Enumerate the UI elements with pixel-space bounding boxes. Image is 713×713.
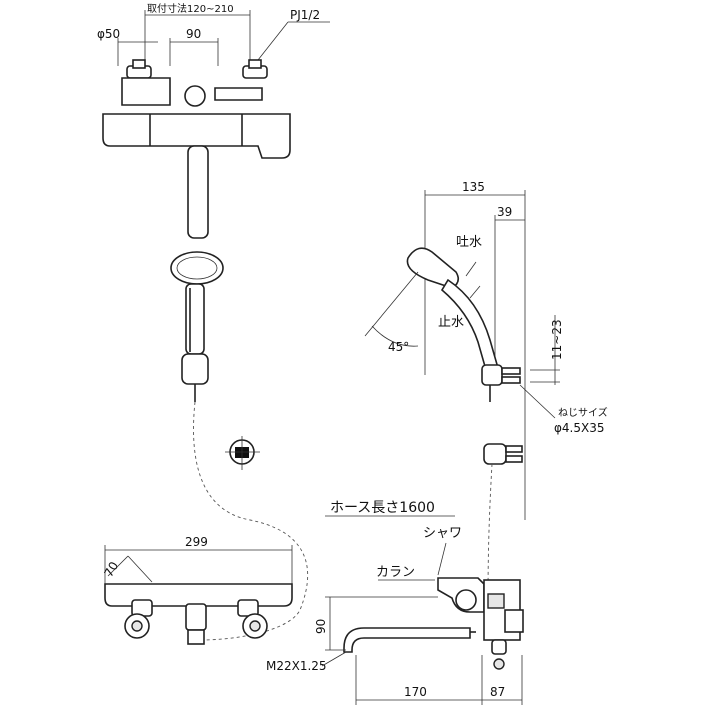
- depth-135-label: 135: [462, 180, 485, 194]
- screw-size-label: φ4.5X35: [554, 421, 605, 435]
- pipe-thread-label: PJ1/2: [290, 8, 320, 22]
- width-299-label: 299: [185, 535, 208, 549]
- angle-70-label: 70: [101, 559, 121, 579]
- shower-label: シャワ: [423, 526, 462, 541]
- mount-pitch-label: 取付寸法120~210: [147, 2, 234, 15]
- stop-water-label: 止水: [438, 315, 464, 330]
- faucet-label: カラン: [376, 565, 415, 580]
- range-11-23-label: 11~23: [550, 319, 564, 360]
- front-view: 取付寸法120~210 φ50 90 PJ1/2: [97, 2, 330, 239]
- side-view-holder: 135 39 吐水 止水 45° 11~23 ねじサイズ φ4.5X35: [364, 180, 608, 601]
- side-elevation: ホース長さ1600 シャワ カラン 90 M22X1.25 170 87: [266, 500, 524, 705]
- spout-water-label: 吐水: [456, 235, 482, 250]
- hose-length-label: ホース長さ1600: [330, 500, 435, 516]
- angle-45-label: 45°: [388, 340, 409, 354]
- spout-170-label: 170: [404, 685, 427, 699]
- shower-head-front: [170, 251, 309, 641]
- wall-bracket: [225, 436, 260, 470]
- screw-size-title: ねじサイズ: [558, 406, 608, 419]
- offset-87-label: 87: [490, 685, 505, 699]
- thread-m22-label: M22X1.25: [266, 659, 327, 673]
- depth-39-label: 39: [497, 205, 512, 219]
- diameter-50-label: φ50: [97, 27, 120, 41]
- plan-view: 299 70: [101, 535, 293, 645]
- height-90-label: 90: [314, 619, 328, 634]
- width-90-label: 90: [186, 27, 201, 41]
